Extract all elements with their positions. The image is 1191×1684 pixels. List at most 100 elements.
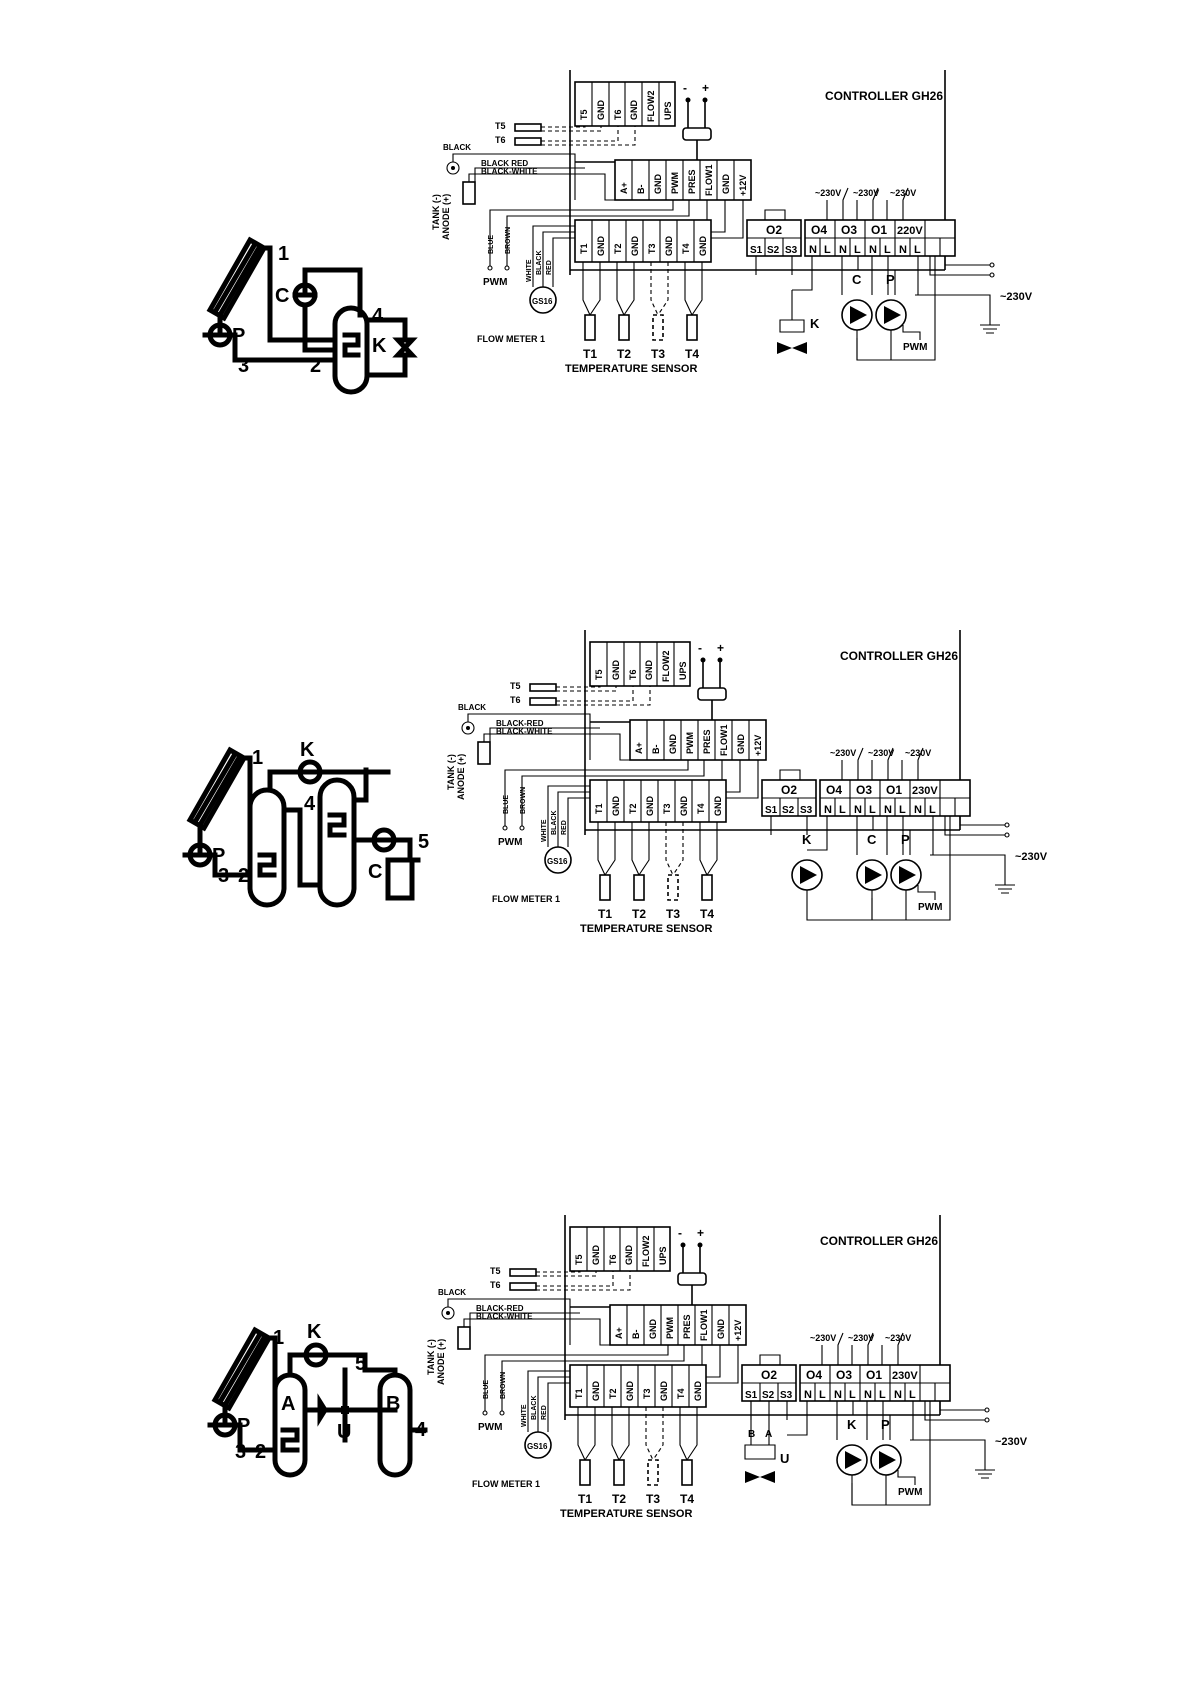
sensor-terminal-t4: T4: [676, 1388, 686, 1399]
mid-terminal-pres: PRES: [687, 169, 697, 194]
mid-terminal-flow1: FLOW1: [719, 725, 729, 757]
output-o4-l: L: [824, 244, 831, 256]
supply-label: ~230V: [905, 748, 931, 758]
scheme-label-k: K: [372, 335, 387, 357]
scheme-label-4: 4: [372, 305, 384, 327]
sensor-terminal-t1: T1: [579, 243, 589, 254]
top-terminal-gnd: GND: [624, 1245, 634, 1266]
sensor-terminal-gnd: GND: [596, 236, 606, 257]
output-mains-n: N: [914, 804, 922, 816]
output-o3-n: N: [854, 804, 862, 816]
sensor-terminal-t1: T1: [574, 1388, 584, 1399]
scheme-label-collector: 1: [273, 1327, 284, 1349]
supply-label: ~230V: [815, 188, 841, 198]
scheme-label-4: 4: [304, 793, 316, 815]
output-s1: S1: [745, 1390, 758, 1401]
mid-terminal-pwm: PWM: [685, 732, 695, 754]
flow-meter-label: FLOW METER 1: [472, 1479, 540, 1489]
sensor-terminal-gnd: GND: [679, 796, 689, 817]
wire-black-white-label: BLACK-WHITE: [476, 1312, 533, 1321]
sensor-t3: T3: [646, 1492, 660, 1506]
wire-black-red-label: BLACK RED: [481, 159, 528, 168]
top-terminal-ups: UPS: [663, 101, 673, 120]
output-s2: S2: [782, 805, 795, 816]
output-s3: S3: [785, 245, 798, 256]
scheme-label-2: 2: [255, 1441, 266, 1463]
output-o4: O4: [826, 783, 842, 797]
mid-terminal-gnd: GND: [721, 174, 731, 195]
scheme-label-c: C: [368, 861, 382, 883]
scheme-label-k: K: [300, 739, 315, 761]
scheme-label-a: A: [281, 1393, 295, 1415]
mid-terminal-a: A+: [619, 182, 629, 194]
sensor-terminal-gnd: GND: [713, 796, 723, 817]
sensor-terminal-t2: T2: [628, 803, 638, 814]
mains-label: ~230V: [995, 1436, 1028, 1448]
output-o4-n: N: [809, 244, 817, 256]
top-terminal-gnd: GND: [644, 660, 654, 681]
mid-terminal-a: A+: [634, 742, 644, 754]
scheme-label-p: P: [212, 845, 225, 867]
top-terminal-ups: UPS: [658, 1246, 668, 1265]
wire-t6-label: T6: [490, 1280, 501, 1290]
top-terminal-t6: T6: [608, 1254, 618, 1265]
mains-label: ~230V: [1015, 851, 1048, 863]
sensor-caption: TEMPERATURE SENSOR: [560, 1508, 692, 1520]
scheme-label-k: K: [307, 1321, 322, 1343]
hydraulic-scheme: 1 K 5 P A U B 4 3 2: [207, 1321, 428, 1478]
section-3: CONTROLLER GH26 - + T5 GND T6 GND FLOW2 …: [207, 1214, 1028, 1520]
scheme-label-2: 2: [310, 355, 321, 377]
power-plus: +: [702, 81, 709, 95]
output-mains-n: N: [899, 244, 907, 256]
wire-t6-label: T6: [495, 135, 506, 145]
top-terminal-flow2: FLOW2: [646, 91, 656, 123]
sensor-terminal-gnd: GND: [645, 796, 655, 817]
output-o2: O2: [761, 1368, 777, 1382]
pump-k: [836, 1444, 868, 1476]
wire-t6-label: T6: [510, 695, 521, 705]
sensor-terminal-gnd: GND: [625, 1381, 635, 1402]
mid-terminal-gnd: GND: [736, 734, 746, 755]
tank-label: TANK (-): [426, 1339, 436, 1375]
sensor-terminal-gnd: GND: [659, 1381, 669, 1402]
wire-brown-label: BROWN: [505, 227, 512, 254]
pump-k-label: K: [802, 832, 812, 847]
pwm-lead-label: PWM: [478, 1422, 502, 1433]
mid-terminal-pwm: PWM: [670, 172, 680, 194]
supply-label: ~230V: [885, 1333, 911, 1343]
output-o1-n: N: [884, 804, 892, 816]
output-o3-l: L: [849, 1389, 856, 1401]
output-o1: O1: [886, 783, 902, 797]
mid-terminal-12v: +12V: [733, 1320, 743, 1341]
top-terminal-t5: T5: [579, 109, 589, 120]
sensor-terminal-t3: T3: [662, 803, 672, 814]
sensor-terminal-gnd: GND: [611, 796, 621, 817]
scheme-label-collector: 1: [278, 243, 289, 265]
top-terminal-ups: UPS: [678, 661, 688, 680]
pwm-lead-label: PWM: [498, 837, 522, 848]
mid-terminal-a: A+: [614, 1327, 624, 1339]
wire-t5-label: T5: [510, 681, 521, 691]
sensor-terminal-t2: T2: [613, 243, 623, 254]
power-minus: -: [698, 641, 702, 655]
scheme-label-4: 4: [415, 1419, 427, 1441]
supply-label: ~230V: [868, 748, 894, 758]
mid-terminal-12v: +12V: [738, 175, 748, 196]
mid-terminal-pres: PRES: [682, 1314, 692, 1339]
sensor-t3: T3: [666, 907, 680, 921]
output-mains: 230V: [892, 1370, 918, 1382]
sensor-terminal-t4: T4: [696, 803, 706, 814]
tank-label: TANK (-): [446, 754, 456, 790]
sensor-terminal-t4: T4: [681, 243, 691, 254]
output-o3: O3: [841, 223, 857, 237]
top-terminal-gnd: GND: [611, 660, 621, 681]
controller-title: CONTROLLER GH26: [825, 89, 943, 103]
mid-terminal-flow1: FLOW1: [704, 165, 714, 197]
scheme-label-u: U: [337, 1421, 351, 1443]
sensor-t1: T1: [598, 907, 612, 921]
mid-terminal-b: B-: [636, 185, 646, 195]
pump-c: [841, 299, 873, 331]
supply-label: ~230V: [853, 188, 879, 198]
pump-c: [856, 859, 888, 891]
scheme-label-p: P: [237, 1415, 250, 1437]
